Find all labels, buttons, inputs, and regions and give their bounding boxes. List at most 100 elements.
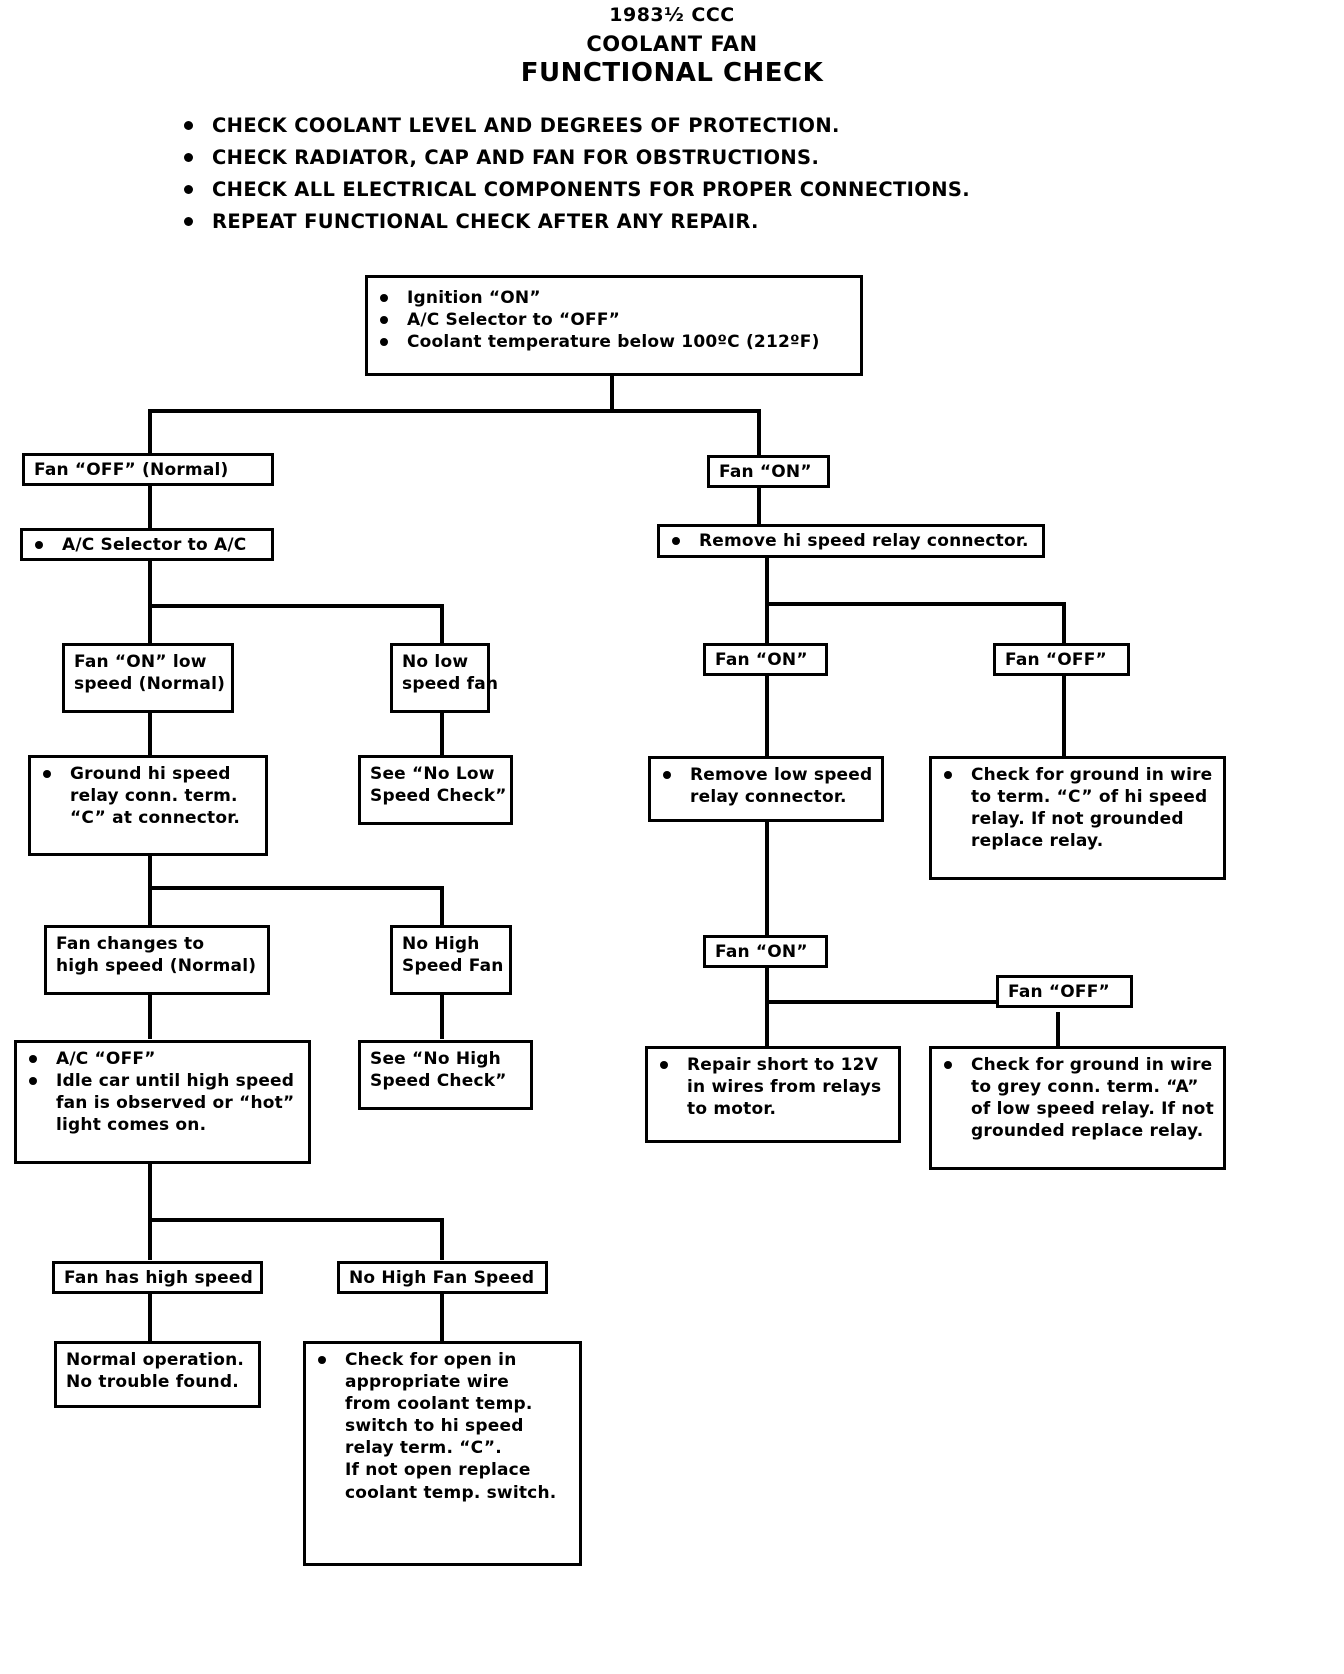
node-label-line: of low speed relay. If not <box>971 1099 1214 1120</box>
connector-fanon3-down <box>765 968 769 1004</box>
node-label-line: to term. “C” of hi speed <box>971 787 1208 808</box>
node-label: Fan “OFF” (Normal) <box>34 460 229 480</box>
connector-to-fan-on-2 <box>765 602 769 644</box>
node-list: Check for ground in wire to term. “C” of… <box>941 764 1214 852</box>
node-label-line: relay connector. <box>690 787 847 808</box>
node-remove-hi-speed-relay-connector: Remove hi speed relay connector. <box>657 524 1045 558</box>
connector-to-fan-on <box>757 409 761 455</box>
node-label: Fan has high speed <box>64 1268 253 1288</box>
node-see-no-high-speed-check: See “No High Speed Check” <box>358 1040 533 1110</box>
node-label: Remove hi speed relay connector. <box>669 530 1033 552</box>
node-ac-selector-to-ac: A/C Selector to A/C <box>20 528 274 561</box>
node-label-line: to motor. <box>687 1099 777 1120</box>
node-label-line: relay conn. term. <box>70 786 238 807</box>
connector-fanoff-to-acselector <box>148 482 152 529</box>
node-normal-operation: Normal operation. No trouble found. <box>54 1341 261 1408</box>
page-title-year: 1983½ CCC <box>609 4 735 26</box>
node-label-line: Check for ground in wire <box>941 764 1214 786</box>
node-no-low-speed-fan: No low speed fan <box>390 643 499 713</box>
node-label-line: in wires from relays <box>687 1077 882 1098</box>
connector-removehi-down <box>765 556 769 606</box>
node-ground-hi-speed-relay: Ground hi speed relay conn. term. “C” at… <box>28 755 268 856</box>
connector-acselector-down <box>148 558 152 606</box>
node-label-line: Check for ground in wire <box>941 1054 1214 1076</box>
connector-to-no-high-fan <box>440 1218 444 1260</box>
connector-fanon2-down <box>765 676 769 756</box>
node-fan-has-high-speed: Fan has high speed <box>52 1261 263 1294</box>
connector-to-fan-has-high <box>148 1218 152 1260</box>
start-condition-item: A/C Selector to “OFF” <box>377 309 851 331</box>
preliminary-check-item: REPEAT FUNCTIONAL CHECK AFTER ANY REPAIR… <box>180 210 970 233</box>
connector-fanoff3-down <box>1056 1012 1060 1062</box>
node-label-line: Repair short to 12V <box>657 1054 889 1076</box>
connector-removelow-down <box>765 820 769 935</box>
node-label-line: grounded replace relay. <box>971 1121 1204 1142</box>
node-remove-low-speed-relay-connector: Remove low speed relay connector. <box>648 756 884 822</box>
connector-right-split-1 <box>765 602 1066 606</box>
node-label-line: Speed Check” <box>370 1071 507 1092</box>
node-label-line: switch to hi speed <box>345 1416 524 1437</box>
node-label-line: Ground hi speed <box>40 763 256 785</box>
node-label-line: Speed Fan <box>402 956 504 977</box>
preliminary-check-item: CHECK COOLANT LEVEL AND DEGREES OF PROTE… <box>180 114 970 137</box>
node-fan-off-3: Fan “OFF” <box>996 975 1133 1008</box>
node-list: A/C Selector to A/C <box>32 534 262 556</box>
node-label-line: Remove low speed <box>660 764 872 786</box>
node-fan-changes-to-high-speed: Fan changes to high speed (Normal) <box>44 925 270 995</box>
preliminary-check-item: CHECK RADIATOR, CAP AND FAN FOR OBSTRUCT… <box>180 146 970 169</box>
node-fan-on-low-speed: Fan “ON” low speed (Normal) <box>62 643 234 713</box>
node-no-high-speed-fan: No High Speed Fan <box>390 925 512 995</box>
connector-fanonlow-down <box>148 711 152 756</box>
node-label-line: Idle car until high speed <box>26 1070 299 1092</box>
node-label-line: Check for open in <box>315 1349 570 1371</box>
preliminary-checks-list: CHECK COOLANT LEVEL AND DEGREES OF PROTE… <box>180 114 970 242</box>
connector-to-repair-short <box>765 1000 769 1046</box>
node-label-line: Fan “ON” low <box>74 652 207 672</box>
connector-right-split-2 <box>765 1000 1060 1004</box>
connector-acoff-down <box>148 1162 152 1222</box>
node-label-line: See “No Low <box>370 764 495 784</box>
node-fan-on-top: Fan “ON” <box>707 455 830 488</box>
connector-to-fan-off-2 <box>1062 602 1066 644</box>
node-label: Fan “ON” <box>715 942 808 962</box>
connector-fanhashigh-down <box>148 1292 152 1342</box>
connector-start-down <box>610 375 614 411</box>
node-repair-short-to-12v: Repair short to 12V in wires from relays… <box>645 1046 901 1143</box>
connector-nolow-down <box>440 711 444 756</box>
connector-nohigh-down <box>440 993 444 1039</box>
node-fan-on-3: Fan “ON” <box>703 935 828 968</box>
node-fan-off-normal: Fan “OFF” (Normal) <box>22 453 274 486</box>
connector-to-fan-on-low <box>148 604 152 644</box>
node-label-line: See “No High <box>370 1049 501 1069</box>
node-label-line: Fan changes to <box>56 934 205 954</box>
node-label-line: “C” at connector. <box>70 808 241 829</box>
connector-to-fan-off <box>148 409 152 455</box>
node-label-line: replace relay. <box>971 831 1104 852</box>
connector-to-fan-changes <box>148 886 152 926</box>
node-label-line: Normal operation. <box>66 1350 245 1370</box>
page-title-system: COOLANT FAN <box>586 32 758 56</box>
page-title-main: FUNCTIONAL CHECK <box>520 58 824 88</box>
start-condition-item: Coolant temperature below 100ºC (212ºF) <box>377 331 851 353</box>
node-label-line: fan is observed or “hot” <box>56 1093 295 1114</box>
connector-fanchanges-down <box>148 993 152 1039</box>
node-label: Fan “ON” <box>715 650 808 670</box>
connector-nohighfan-down <box>440 1292 444 1342</box>
node-label-line: speed fan <box>402 674 499 695</box>
node-label-line: high speed (Normal) <box>56 956 257 977</box>
connector-top-split <box>148 409 760 413</box>
node-label-line: No trouble found. <box>66 1372 239 1393</box>
node-list: Remove hi speed relay connector. <box>669 530 1033 552</box>
node-check-ground-low-speed-relay: Check for ground in wire to grey conn. t… <box>929 1046 1226 1170</box>
node-list: Repair short to 12V in wires from relays… <box>657 1054 889 1120</box>
connector-fanon-to-remove-hi <box>757 486 761 530</box>
preliminary-check-item: CHECK ALL ELECTRICAL COMPONENTS FOR PROP… <box>180 178 970 201</box>
node-label: No High Fan Speed <box>349 1268 535 1288</box>
node-label-line: If not open replace <box>345 1460 531 1481</box>
node-fan-off-2: Fan “OFF” <box>993 643 1130 676</box>
node-label-line: A/C “OFF” <box>26 1048 299 1070</box>
node-label-line: No low <box>402 652 469 672</box>
node-check-for-open-wire: Check for open in appropriate wire from … <box>303 1341 582 1566</box>
node-label: Fan “ON” <box>719 462 812 482</box>
